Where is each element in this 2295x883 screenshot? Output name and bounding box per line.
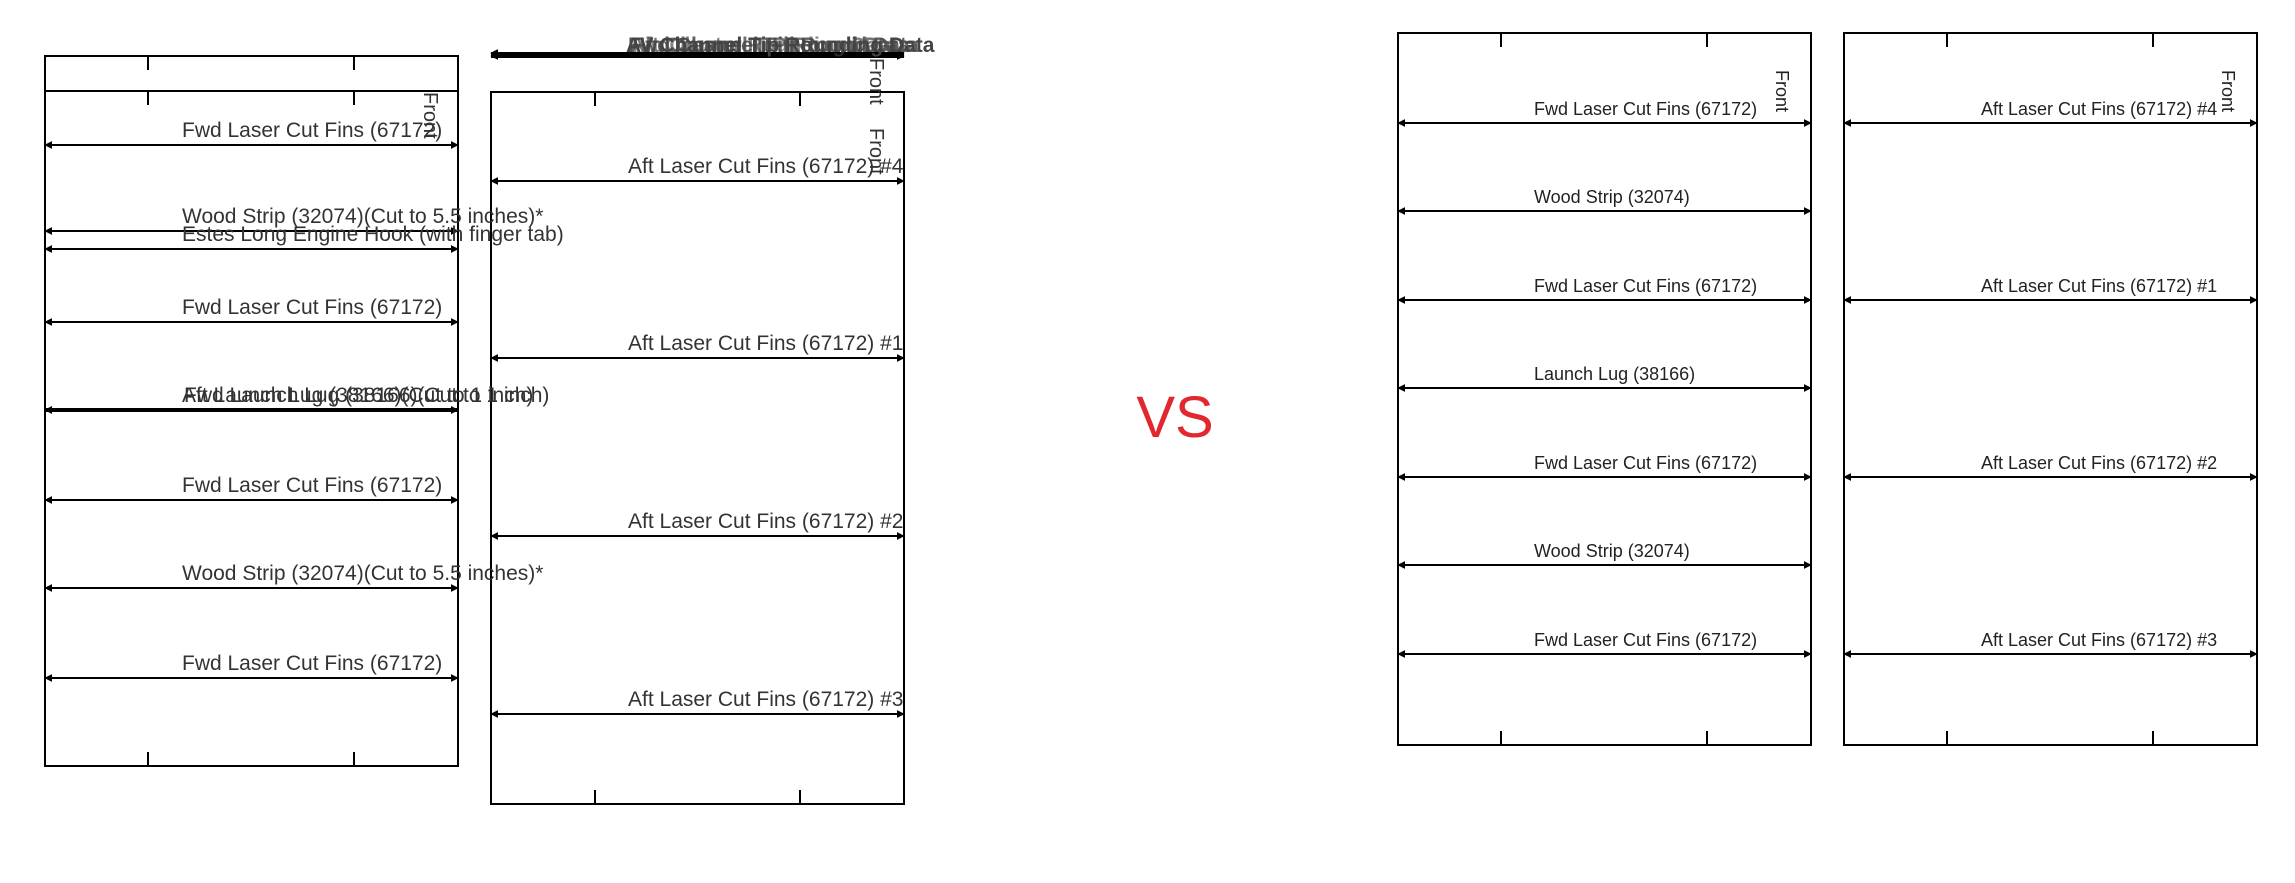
row-label: Wood Strip (32074) [1534, 541, 1690, 561]
row-label: Estes Long Engine Hook (with finger tab) [182, 223, 564, 246]
row-label: Fwd Laser Cut Fins (67172) [1534, 630, 1757, 650]
left-aft-tube [490, 91, 905, 805]
row-label: Aft Laser Cut Fins (67172) #4 [628, 155, 904, 178]
row-label: Aft Laser Cut Fins (67172) #3 [628, 688, 903, 711]
row-label: Fwd Laser Cut Fins (67172) [182, 474, 442, 497]
overlap-label: AV Channel Tip Rounding Data [626, 34, 935, 57]
front-label: Front [1772, 70, 1792, 112]
row-label: Fwd Launch Lug (38166)(Cut to 1 inch) [184, 384, 549, 407]
row-label: Fwd Laser Cut Fins (67172) [1534, 99, 1757, 119]
row-label: Wood Strip (32074)(Cut to 5.5 inches)* [182, 205, 543, 228]
overlap-label: Fin Cluster Rounding Data [632, 34, 897, 57]
front-label: Front [2218, 70, 2238, 112]
row-label: Fwd Laser Cut Fins (67172) [182, 296, 442, 319]
left-aft-rows: Aft Laser Cut Fins (67172) #4 Aft Laser C… [490, 155, 905, 718]
row-label: Wood Strip (32074) [1534, 187, 1690, 207]
row-label: Fwd Laser Cut Fins (67172) [1534, 453, 1757, 473]
row-label: Fwd Laser Cut Fins (67172) [1534, 276, 1757, 296]
left-top-overlap: AV Channel Tip Rounding Data Fwd Channel… [490, 34, 935, 60]
row-label: Aft Launch Lug (38166)(Cut to 1 inch) [182, 384, 533, 407]
row-label: Aft Laser Cut Fins (67172) #3 [1981, 630, 2217, 650]
front-label: Front [865, 58, 887, 105]
row-label: Launch Lug (38166) [1534, 364, 1695, 384]
row-label: Aft Laser Cut Fins (67172) #4 [1981, 99, 2217, 119]
right-forward-rows: Fwd Laser Cut Fins (67172) Wood Strip (32… [1397, 99, 1812, 658]
row-label: Aft Laser Cut Fins (67172) #1 [1981, 276, 2217, 296]
row-label: Aft Laser Cut Fins (67172) #1 [628, 332, 903, 355]
row-label: Fwd Laser Cut Fins (67172) [182, 119, 442, 142]
overlap-label: Aft Channel TIP Round Data [630, 34, 910, 57]
row-label: Aft Laser Cut Fins (67172) #2 [1981, 453, 2217, 473]
vs-separator: VS [1136, 385, 1213, 450]
right-aft-rows: Aft Laser Cut Fins (67172) #4 Aft Laser C… [1843, 99, 2258, 658]
right-aft-tube [1843, 32, 2258, 746]
row-label: Aft Laser Cut Fins (67172) #2 [628, 510, 903, 533]
row-label: Fwd Laser Cut Fins (67172) [182, 652, 442, 675]
row-label: Wood Strip (32074)(Cut to 5.5 inches)* [182, 562, 543, 585]
overlap-label: Fwd Channel Fill Round Data [628, 34, 919, 57]
front-label: Front [865, 128, 887, 175]
front-label: Front [419, 92, 441, 139]
left-forward-rows: Fwd Laser Cut Fins (67172) Wood Strip (32… [44, 119, 564, 682]
